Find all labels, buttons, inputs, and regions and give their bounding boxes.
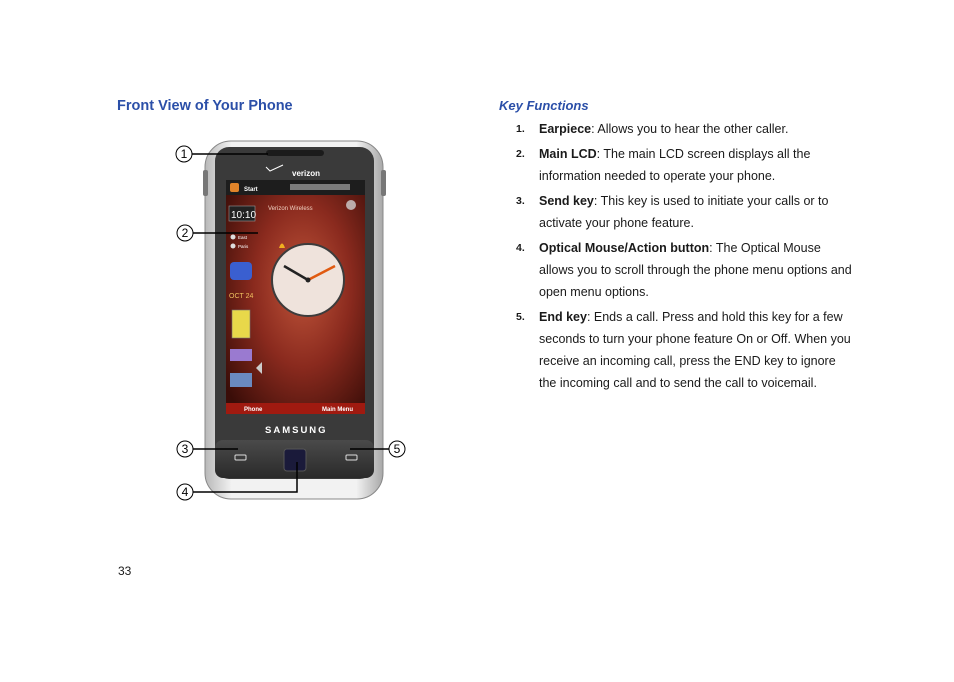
- item-description: : Allows you to hear the other caller.: [591, 122, 789, 136]
- item-term: Main LCD: [539, 147, 597, 161]
- callout-line: [193, 462, 298, 493]
- item-term: Send key: [539, 194, 594, 208]
- start-icon: [230, 183, 239, 192]
- callout-circle: [388, 440, 406, 458]
- bell-icon: [279, 243, 285, 248]
- softkey-main-menu: Main Menu: [322, 407, 353, 413]
- time-box: [228, 205, 256, 222]
- phone-front-figure: verizon Start 10:10 Verizon Wireless Eas…: [175, 140, 406, 501]
- paris-label: Paris: [238, 244, 249, 249]
- side-button: [381, 170, 386, 196]
- media-icon: [230, 373, 252, 387]
- verizon-check-icon: [265, 164, 284, 172]
- carrier-label: Verizon Wireless: [268, 206, 313, 212]
- settings-icon: [346, 200, 356, 210]
- item-description: : This key is used to initiate your call…: [539, 194, 829, 230]
- callout-circle: [175, 145, 193, 163]
- item-description: : The Optical Mouse allows you to scroll…: [539, 241, 852, 299]
- list-item: 3. Send key: This key is used to initiate…: [516, 190, 856, 234]
- time-label: 10:10: [231, 210, 256, 221]
- callout-number: 1: [181, 147, 188, 161]
- item-term: Optical Mouse/Action button: [539, 241, 710, 255]
- end-key: [345, 454, 358, 461]
- list-item: 2. Main LCD: The main LCD screen displays…: [516, 143, 856, 187]
- list-item: 5. End key: Ends a call. Press and hold t…: [516, 306, 856, 394]
- item-number: 4.: [516, 242, 525, 254]
- side-button: [203, 170, 208, 196]
- item-description: : The main LCD screen displays all the i…: [539, 147, 811, 183]
- item-number: 5.: [516, 311, 525, 323]
- key-functions-heading: Key Functions: [499, 98, 589, 113]
- earpiece: [266, 150, 324, 156]
- item-number: 1.: [516, 123, 525, 135]
- paris-dot: [230, 243, 236, 249]
- callout-number: 3: [182, 442, 189, 456]
- verizon-logo: verizon: [292, 169, 320, 178]
- clock-hour-hand: [283, 264, 309, 282]
- callout-number: 4: [182, 485, 189, 499]
- softkey-bar: [226, 403, 365, 414]
- item-number: 2.: [516, 148, 525, 160]
- photo-icon: [231, 309, 251, 339]
- clock-center: [305, 277, 311, 283]
- item-number: 3.: [516, 195, 525, 207]
- callout-number: 2: [182, 226, 189, 240]
- optical-mouse-button: [283, 448, 307, 472]
- callout-number: 5: [394, 442, 401, 456]
- start-label: Start: [244, 187, 258, 193]
- date-label: OCT 24: [229, 293, 253, 300]
- games-icon: [230, 262, 252, 280]
- status-icons: [290, 184, 350, 190]
- callout-circle: [176, 483, 194, 501]
- item-description: : Ends a call. Press and hold this key f…: [539, 310, 851, 390]
- softkey-phone: Phone: [244, 407, 263, 413]
- clock-minute-hand: [307, 264, 336, 282]
- expand-arrow-icon: [256, 362, 262, 374]
- callout-circle: [176, 440, 194, 458]
- callout-circle: [176, 224, 194, 242]
- music-icon: [230, 349, 252, 361]
- east-dot: [230, 234, 236, 240]
- east-label: East: [238, 235, 248, 240]
- send-key: [234, 454, 247, 461]
- samsung-logo: SAMSUNG: [265, 425, 328, 436]
- item-term: End key: [539, 310, 587, 324]
- section-heading: Front View of Your Phone: [117, 98, 293, 114]
- key-functions-list: 1. Earpiece: Allows you to hear the other…: [516, 118, 856, 397]
- list-item: 1. Earpiece: Allows you to hear the other…: [516, 118, 856, 140]
- list-item: 4. Optical Mouse/Action button: The Optic…: [516, 237, 856, 303]
- page-number: 33: [118, 564, 132, 578]
- item-term: Earpiece: [539, 122, 592, 136]
